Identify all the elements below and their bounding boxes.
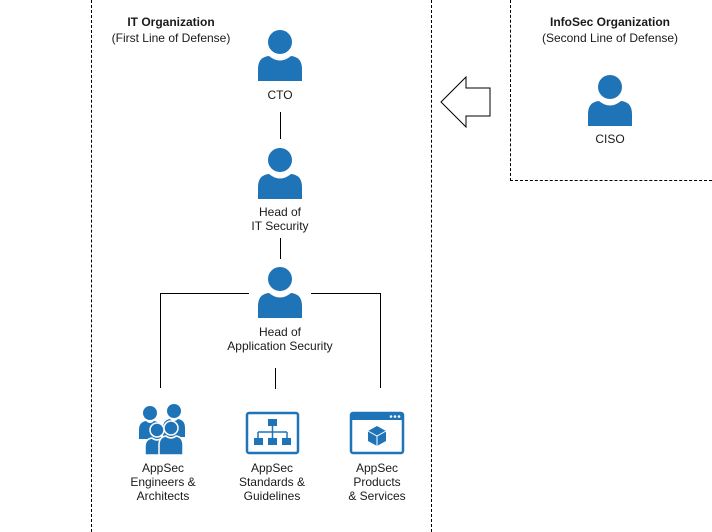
ciso-label: CISO <box>595 132 625 146</box>
head-it-security-line1: Head of <box>258 205 302 219</box>
engineers-line3: Architects <box>136 489 190 503</box>
product-window-icon <box>349 411 405 455</box>
infosec-organization-box <box>510 0 712 181</box>
head-app-security-line2: Application Security <box>227 339 333 353</box>
head-it-security-label: Head of IT Security <box>220 205 340 233</box>
connector-left-vertical <box>160 293 161 388</box>
head-app-security-line1: Head of <box>258 325 302 339</box>
standards-label: AppSec Standards & Guidelines <box>222 461 322 503</box>
engineers-line1: AppSec <box>141 461 185 475</box>
infosec-organization-subtitle: (Second Line of Defense) <box>541 31 679 45</box>
connector-center-vertical <box>275 368 276 389</box>
head-app-security-label: Head of Application Security <box>200 325 360 353</box>
group-icon <box>139 404 185 456</box>
connector-cto-head-it <box>280 112 281 139</box>
connector-right-horizontal <box>311 293 380 294</box>
head-app-security-person-icon <box>258 267 302 318</box>
head-it-security-line2: IT Security <box>251 219 309 233</box>
left-arrow-icon <box>440 75 491 129</box>
products-line1: AppSec <box>355 461 399 475</box>
standards-line3: Guidelines <box>243 489 301 503</box>
engineers-label: AppSec Engineers & Architects <box>113 461 213 503</box>
standards-line2: Standards & <box>238 475 306 489</box>
ciso-person-icon <box>588 75 632 126</box>
it-organization-subtitle: (First Line of Defense) <box>111 31 231 45</box>
products-line2: Products <box>353 475 401 489</box>
connector-left-horizontal <box>160 293 249 294</box>
head-it-security-person-icon <box>258 148 302 199</box>
cto-person-icon <box>258 30 302 81</box>
it-organization-box <box>91 0 432 532</box>
connector-right-vertical <box>380 293 381 388</box>
hierarchy-icon <box>245 411 300 455</box>
engineers-line2: Engineers & <box>130 475 196 489</box>
standards-line1: AppSec <box>250 461 294 475</box>
it-organization-title: IT Organization <box>127 15 215 29</box>
products-label: AppSec Products & Services <box>327 461 427 503</box>
infosec-organization-title: InfoSec Organization <box>549 15 670 29</box>
cto-label: CTO <box>267 88 293 102</box>
products-line3: & Services <box>348 489 406 503</box>
connector-head-it-head-app <box>280 238 281 259</box>
